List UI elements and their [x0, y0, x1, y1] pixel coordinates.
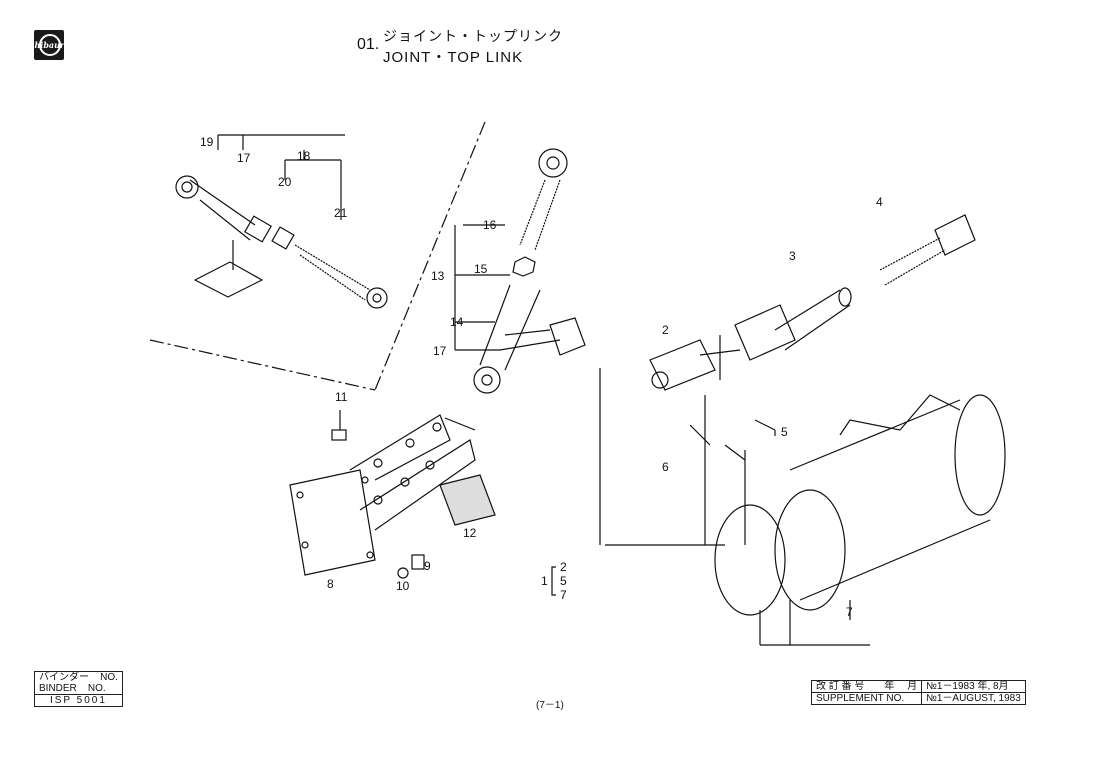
- supplement-value-en: №1－AUGUST, 1983: [921, 692, 1026, 705]
- callout-7: 7: [846, 605, 853, 619]
- callout-10: 10: [396, 579, 410, 593]
- binder-number-box: バインダー NO. BINDER NO. ISP 5001: [34, 671, 123, 707]
- callout-20: 20: [278, 175, 292, 189]
- top-link-inset: [175, 134, 388, 309]
- section-number: 01.: [357, 36, 380, 53]
- supplement-label-en: SUPPLEMENT NO.: [810, 692, 923, 705]
- callout-14: 14: [450, 315, 464, 329]
- drive-shaft: [649, 214, 976, 461]
- callout-17: 17: [237, 151, 251, 165]
- callout-2: 2: [662, 323, 669, 337]
- top-link: [454, 148, 586, 394]
- callout-18: 18: [297, 149, 311, 163]
- page-number: (7－1): [536, 700, 564, 711]
- section-title-english: JOINT・TOP LINK: [383, 49, 524, 66]
- callout-19: 19: [200, 135, 214, 149]
- callout-21: 21: [334, 206, 348, 220]
- divider-line: [149, 121, 486, 391]
- callout-5: 5: [781, 425, 788, 439]
- supplement-value-jp: №1－1983 年, 8月: [921, 680, 1026, 693]
- callout-13: 13: [431, 269, 445, 283]
- group-child-7: 7: [560, 588, 567, 602]
- callout-15: 15: [474, 262, 488, 276]
- shibaura-logo: Shibaura: [29, 30, 69, 60]
- callout-11: 11: [335, 390, 348, 404]
- callout-8: 8: [327, 577, 334, 591]
- callout-9: 9: [424, 559, 431, 573]
- callout-3: 3: [789, 249, 796, 263]
- supplement-label-jp: 改 訂 番 号 年 月: [810, 680, 923, 693]
- callout-16: 16: [483, 218, 497, 232]
- callout-4: 4: [876, 195, 883, 209]
- shaft-guard: [599, 368, 1006, 646]
- group-child-2: 2: [560, 560, 567, 574]
- section-title-japanese: ジョイント・トップリンク: [383, 28, 563, 44]
- binder-label-jp: バインダー NO.: [34, 671, 123, 683]
- callout-6: 6: [662, 460, 669, 474]
- mounting-bracket: [289, 410, 496, 579]
- callout-17b: 17: [433, 344, 447, 358]
- group-parent-1: 1: [541, 574, 548, 588]
- callout-12: 12: [463, 526, 477, 540]
- group-child-5: 5: [560, 574, 567, 588]
- binder-label-en: BINDER NO.: [34, 683, 123, 695]
- binder-value: ISP 5001: [34, 694, 123, 707]
- group-bracket: [551, 566, 556, 596]
